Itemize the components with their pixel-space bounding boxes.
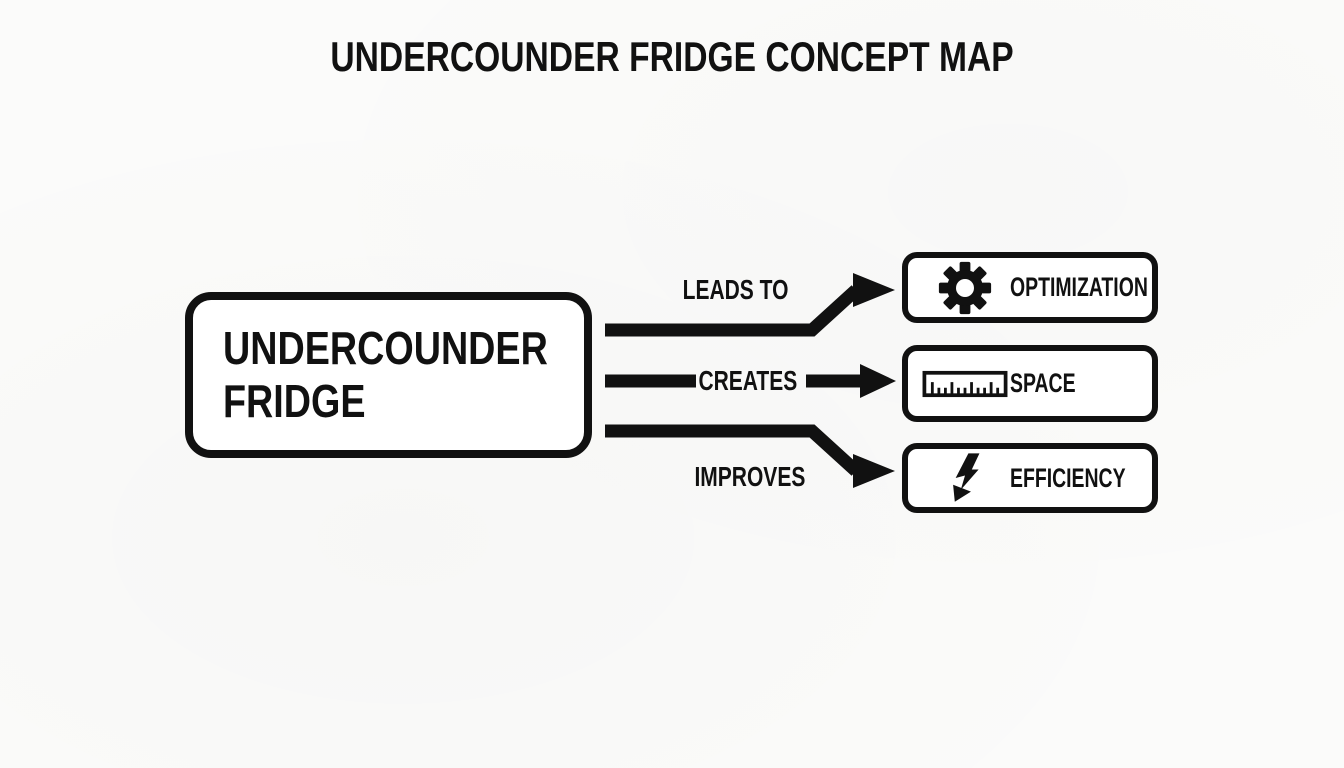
main-node-label-line2: FRIDGE — [223, 375, 366, 427]
page-title-text: UNDERCOUNDER FRIDGE CONCEPT MAP — [330, 33, 1014, 80]
relation-label-leads-to: LEADS TO — [683, 274, 789, 305]
ruler-icon — [920, 370, 1010, 398]
page-title: UNDERCOUNDER FRIDGE CONCEPT MAP — [0, 36, 1344, 78]
target-node-label: EFFICIENCY — [1010, 462, 1126, 493]
relation-label-improves: IMPROVES — [694, 461, 806, 492]
target-node-optimization: OPTIMIZATION — [902, 252, 1158, 323]
main-node-undercounder-fridge: UNDERCOUNDER FRIDGE — [185, 292, 592, 458]
target-node-space: SPACE — [902, 345, 1158, 422]
lightning-arrow-icon — [920, 449, 1010, 507]
main-node-label-line1: UNDERCOUNDER — [223, 322, 548, 374]
target-node-efficiency: EFFICIENCY — [902, 443, 1158, 513]
target-node-label: SPACE — [1010, 368, 1076, 398]
gear-icon — [920, 261, 1010, 315]
relation-label-creates: CREATES — [698, 365, 798, 396]
target-node-label: OPTIMIZATION — [1010, 272, 1148, 302]
